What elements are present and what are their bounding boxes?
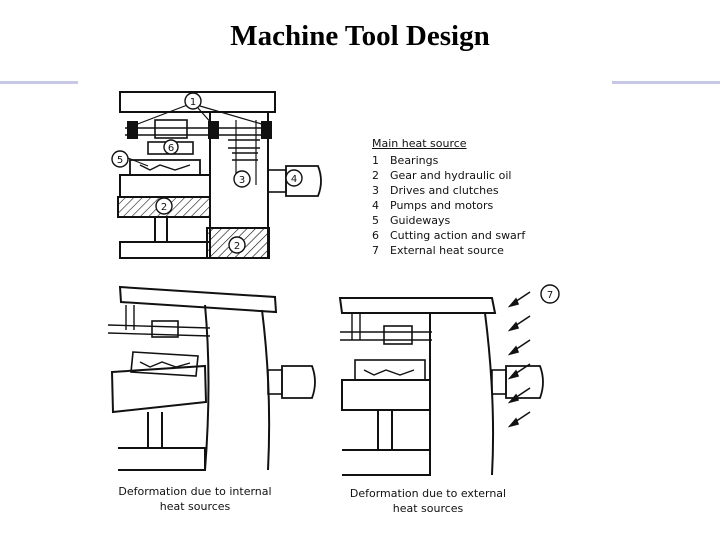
callout-label-4: 4 <box>291 174 297 185</box>
legend-num: 2 <box>372 169 379 182</box>
callout-3 <box>233 170 251 188</box>
legend-heading: Main heat source <box>372 137 467 150</box>
legend-num: 6 <box>372 229 379 242</box>
legend-item: 3 Drives and clutches <box>372 183 525 198</box>
legend-label: Gear and hydraulic oil <box>390 169 512 182</box>
legend-num: 1 <box>372 154 379 167</box>
legend-item: 5 Guideways <box>372 213 525 228</box>
legend-label: Bearings <box>390 154 439 167</box>
callout-labels: 1 6 5 2 3 4 2 7 <box>117 97 553 301</box>
title-rule-left <box>0 81 78 84</box>
callout-label-6: 6 <box>168 143 174 154</box>
callout-label-3: 3 <box>239 175 245 186</box>
legend-label: External heat source <box>390 244 504 257</box>
callout-2b <box>228 236 246 254</box>
internal-deformation-machine <box>107 285 316 471</box>
callout-1 <box>184 92 202 110</box>
external-deformation-machine <box>338 297 544 476</box>
legend-item: 6 Cutting action and swarf <box>372 228 525 243</box>
callout-7 <box>540 284 560 304</box>
internal-caption-line1: Deformation due to internal <box>118 485 272 498</box>
legend-num: 3 <box>372 184 379 197</box>
legend-num: 4 <box>372 199 379 212</box>
callout-2a <box>155 197 173 215</box>
callout-label-2a: 2 <box>161 202 167 213</box>
legend-item: 7 External heat source <box>372 243 525 258</box>
external-caption-line1: Deformation due to external <box>349 487 507 500</box>
callout-5 <box>111 150 129 168</box>
legend-label: Drives and clutches <box>390 184 499 197</box>
internal-caption-line2: heat sources <box>159 500 231 513</box>
callout-label-1: 1 <box>190 97 196 108</box>
callout-6 <box>163 139 179 155</box>
heat-callouts <box>111 92 560 304</box>
callout-4 <box>285 169 303 187</box>
heat-source-legend: Main heat source 1 Bearings 2 Gear and hyd… <box>372 136 525 258</box>
legend-num: 5 <box>372 214 379 227</box>
legend-item: 1 Bearings <box>372 153 525 168</box>
legend-label: Guideways <box>390 214 451 227</box>
internal-caption: Deformation due to internal heat sources <box>100 484 290 514</box>
legend-item: 2 Gear and hydraulic oil <box>372 168 525 183</box>
legend-label: Cutting action and swarf <box>390 229 526 242</box>
external-caption: Deformation due to external heat sources <box>328 486 528 516</box>
title-rule-right <box>612 81 720 84</box>
callout-label-5: 5 <box>117 155 123 166</box>
overarm <box>119 91 276 113</box>
legend-num: 7 <box>372 244 379 257</box>
legend-item: 4 Pumps and motors <box>372 198 525 213</box>
external-caption-line2: heat sources <box>392 502 464 515</box>
slide-title: Machine Tool Design <box>230 20 490 52</box>
legend-label: Pumps and motors <box>390 199 494 212</box>
external-heat-arrows <box>507 291 531 428</box>
callout-label-2b: 2 <box>234 241 240 252</box>
callout-label-7: 7 <box>547 290 553 301</box>
